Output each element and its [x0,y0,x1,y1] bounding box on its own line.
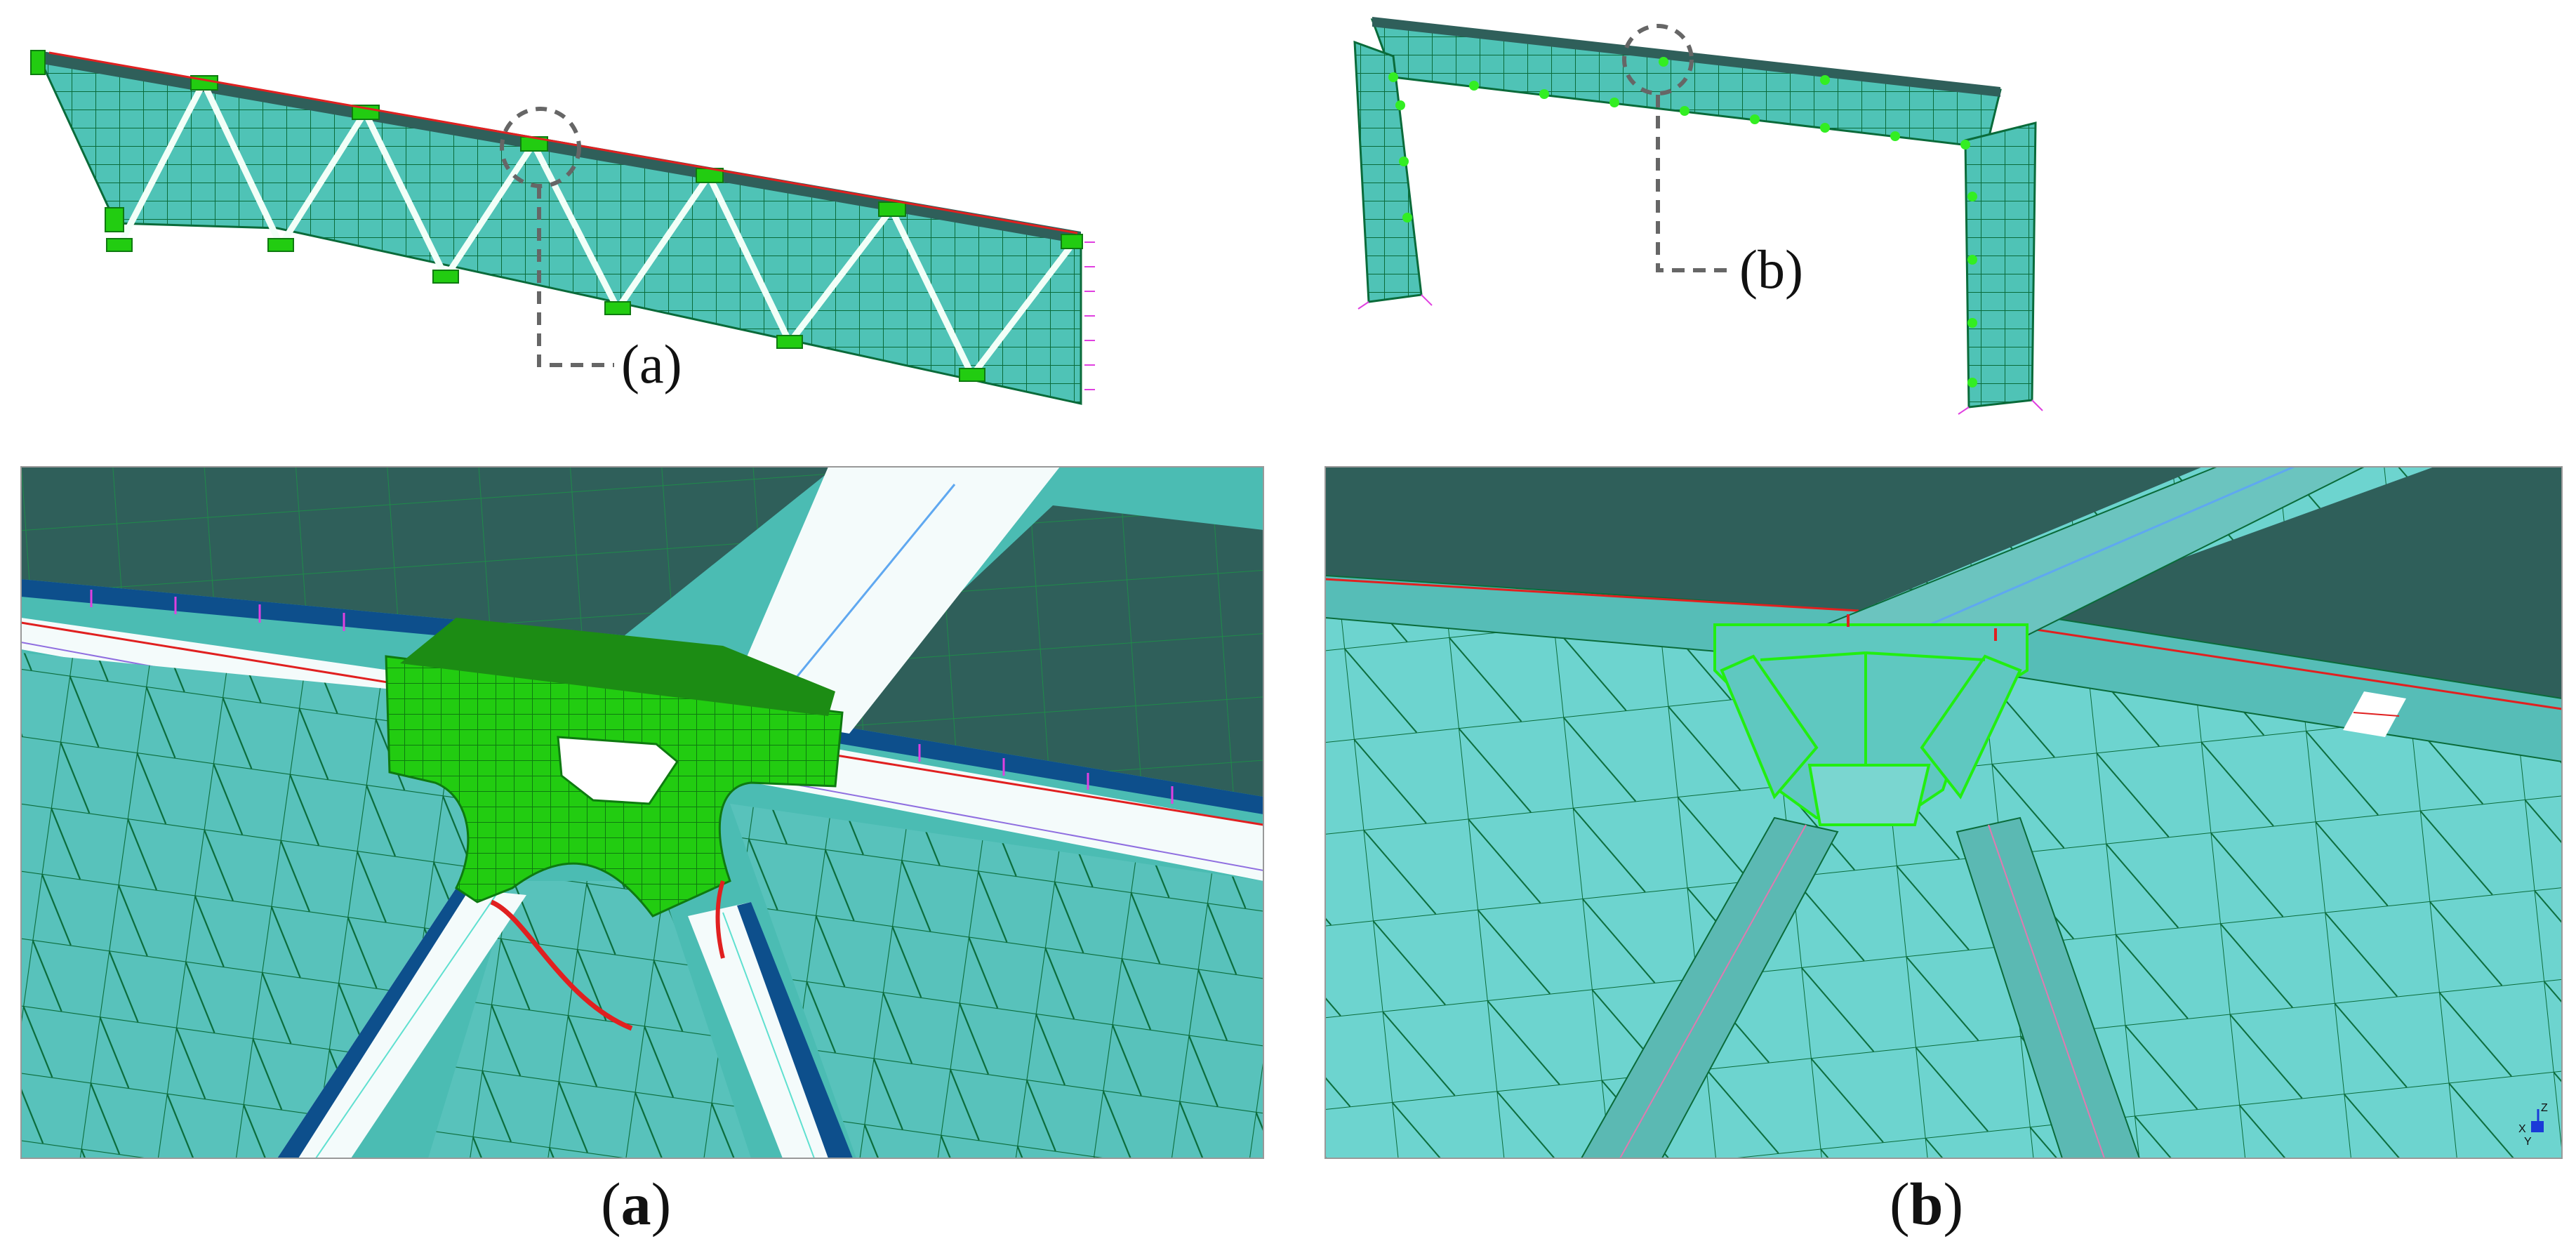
diagonal-strut-b-left [1580,816,1839,1158]
flange-plate-right [821,505,1263,797]
connector-outline [1713,623,2029,826]
axis-triad-icon: Z X Y [2518,1102,2548,1148]
panel-label-a-close: ) [651,1170,672,1238]
detail-panel-b: Z X Y [1324,466,2563,1159]
frame-left-column [1353,40,1423,303]
girder-diagonal-struts [117,81,1077,378]
web-panel-lower-right [730,804,1263,1158]
panel-label-b-open: ( [1890,1170,1910,1238]
callout-leader-b [1656,95,1730,272]
top-plate-right [2027,467,2562,698]
upper-strut [723,467,1060,734]
callout-label-b: (b) [1739,239,1803,300]
frame-right-column [1964,121,2037,409]
frame-top-beam-flange [1372,17,2000,97]
detail-a-viewport [21,467,1263,1158]
axis-y-label: Y [2524,1136,2532,1148]
detail-panel-a [20,466,1264,1159]
gusset-opening [557,736,679,805]
axis-z-label: Z [2541,1102,2548,1114]
callout-label-a: (a) [621,333,682,395]
frame-node-markers [1388,57,1977,387]
flange-plate-left [21,467,835,635]
panel-label-a-open: ( [601,1170,621,1238]
callout-leader-a [537,186,614,367]
frame-support-lines [1357,294,2043,415]
callout-circle-b [1622,24,1694,95]
girder-top-flange [39,51,1081,244]
panel-label-a: (a) [601,1174,671,1234]
frame-model-overview [1353,17,2043,415]
detail-b-viewport: Z X Y [1325,467,2562,1158]
girder-model-overview [30,50,1095,405]
gusset-top-dark [400,618,835,716]
axis-x-label: X [2518,1123,2526,1135]
panel-label-b-close: ) [1943,1170,1964,1238]
girder-web [36,55,1082,405]
panel-label-a-letter: a [620,1170,651,1238]
girder-load-arrows [1084,241,1095,390]
panel-label-b: (b) [1890,1174,1963,1234]
diagonal-strut-b-right [1956,816,2141,1158]
top-plate-left [1325,467,2203,611]
panel-label-b-letter: b [1909,1170,1944,1238]
